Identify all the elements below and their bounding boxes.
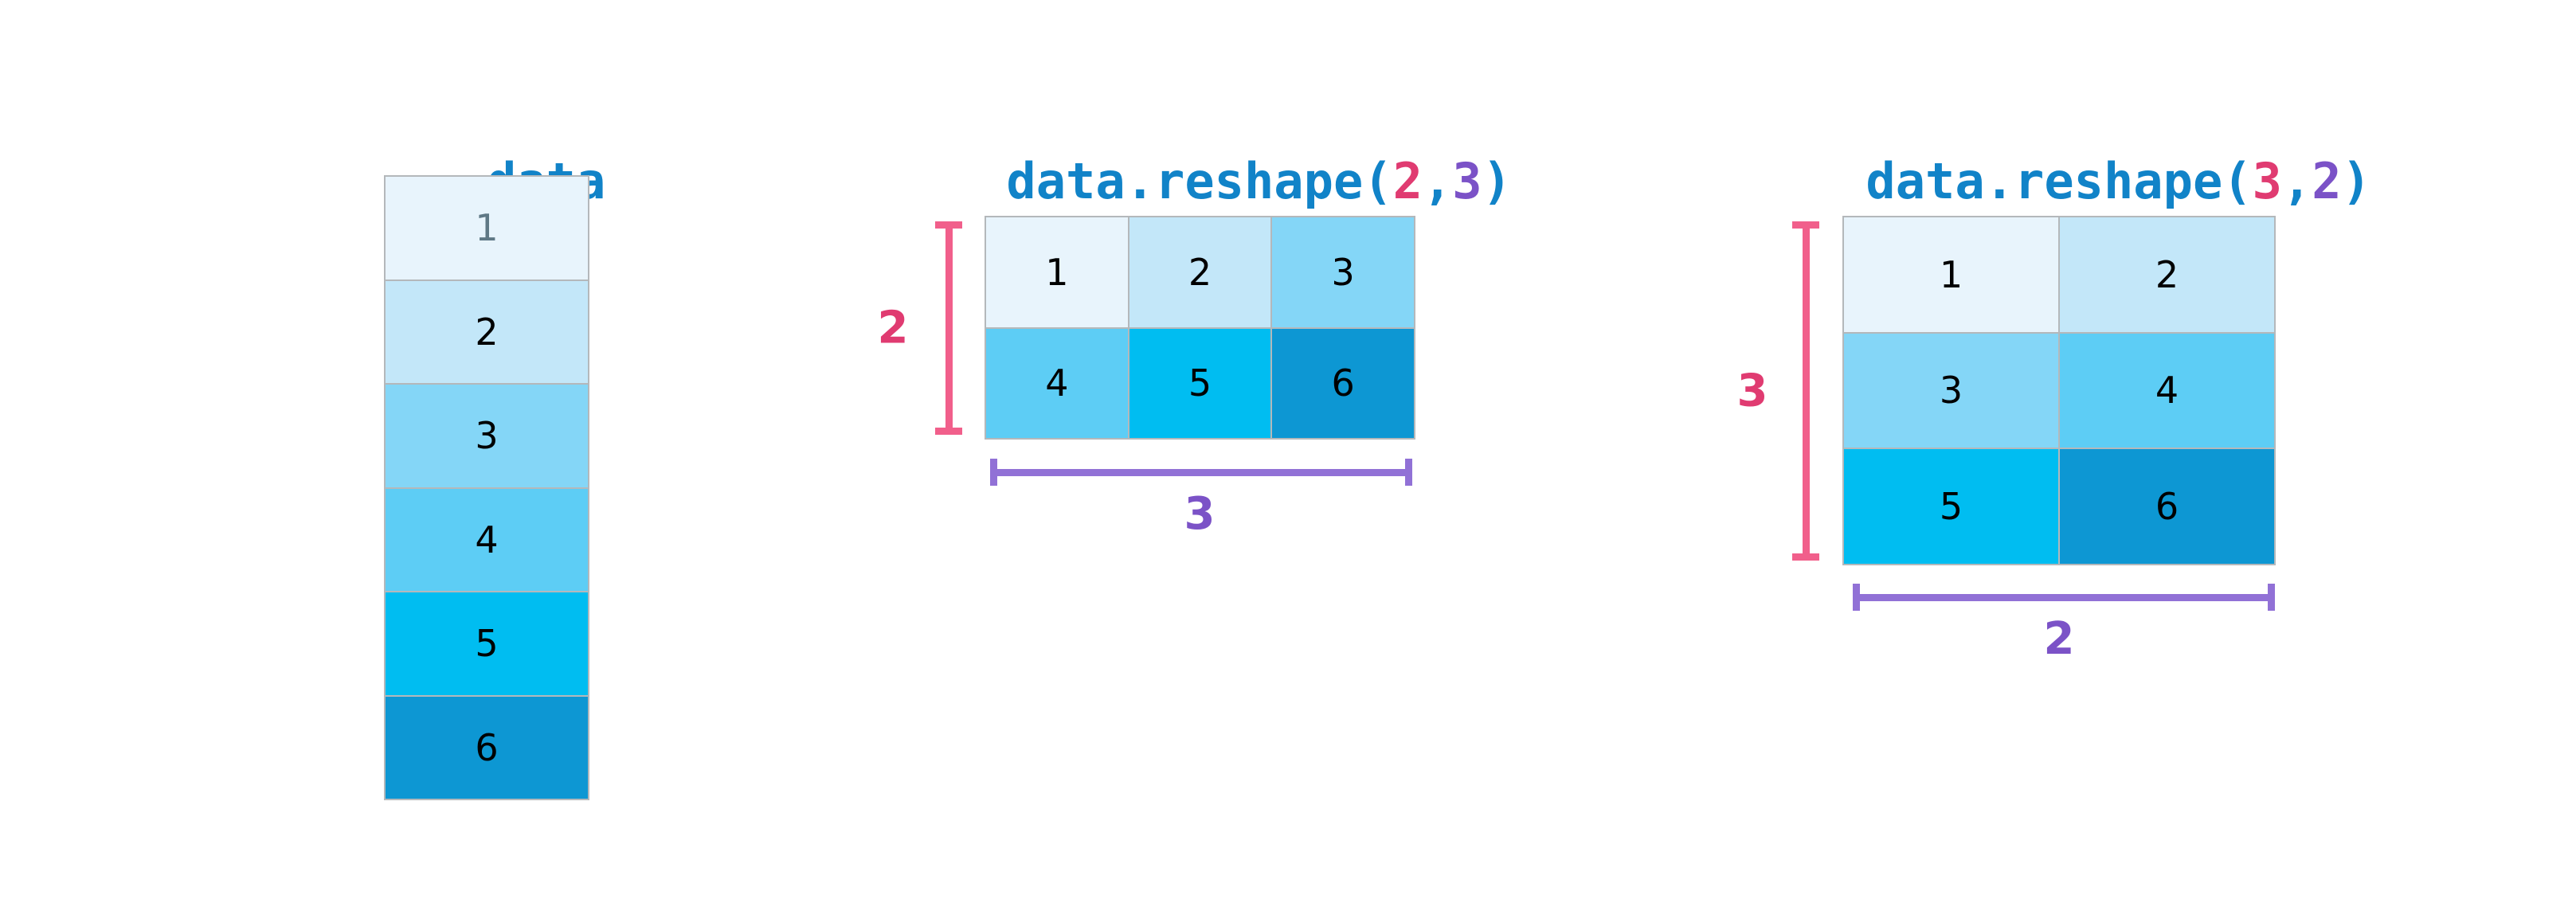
bracket-cap-right [2268, 584, 2275, 611]
title-segment-rows: 3 [2252, 152, 2282, 210]
title-segment-cols: 3 [1452, 152, 1482, 210]
bracket-stem [1802, 221, 1810, 561]
matrix-cell: 1 [986, 217, 1128, 327]
bracket-cap-right [1405, 459, 1412, 486]
title-segment: data.reshape( [1865, 152, 2253, 210]
matrix-cell: 5 [386, 592, 588, 695]
matrix-cell: 6 [386, 696, 588, 799]
matrix-cell: 3 [1272, 217, 1414, 327]
matrix-cell: 6 [2060, 449, 2274, 564]
row-dimension-bracket [1792, 221, 1819, 561]
bracket-cap-bottom [935, 428, 962, 435]
matrix-cell: 2 [386, 280, 588, 383]
title-segment-rows: 2 [1392, 152, 1423, 210]
matrix-cell: 3 [1844, 333, 2058, 448]
matrix-cell: 5 [1844, 449, 2058, 564]
bracket-cap-bottom [1792, 553, 1819, 561]
matrix-cell: 1 [386, 177, 588, 279]
matrix-cell: 6 [1272, 328, 1414, 438]
title-segment: ) [1482, 152, 1512, 210]
col-dimension-label: 3 [1184, 488, 1216, 540]
matrix-cell: 2 [1129, 217, 1271, 327]
title-segment-comma: , [1422, 152, 1453, 210]
matrix-cell: 4 [986, 328, 1128, 438]
matrix-data: 1 2 3 4 5 6 [384, 175, 589, 800]
bracket-stem [945, 221, 953, 435]
row-dimension-label: 3 [1736, 365, 1768, 417]
title-segment-comma: , [2281, 152, 2312, 210]
matrix-cell: 4 [386, 488, 588, 591]
title-segment: ) [2341, 152, 2371, 210]
row-dimension-bracket [935, 221, 962, 435]
col-dimension-label: 2 [2043, 613, 2075, 665]
col-dimension-bracket [990, 459, 1412, 486]
matrix-cell: 4 [2060, 333, 2274, 448]
matrix-cell: 3 [386, 385, 588, 487]
matrix-cell: 2 [2060, 217, 2274, 332]
matrix-reshape-2-3: 1 2 3 4 5 6 [985, 216, 1415, 440]
matrix-reshape-3-2: 1 2 3 4 5 6 [1842, 216, 2276, 565]
matrix-cell: 5 [1129, 328, 1271, 438]
panel-title-reshape-3-2: data.reshape(3,2) [1747, 107, 2371, 256]
matrix-cell: 1 [1844, 217, 2058, 332]
col-dimension-bracket [1853, 584, 2275, 611]
row-dimension-label: 2 [877, 302, 909, 354]
panel-title-reshape-2-3: data.reshape(2,3) [887, 107, 1512, 256]
bracket-stem [990, 468, 1412, 476]
title-segment: data.reshape( [1006, 152, 1393, 210]
bracket-stem [1853, 593, 2275, 601]
title-segment-cols: 2 [2312, 152, 2342, 210]
